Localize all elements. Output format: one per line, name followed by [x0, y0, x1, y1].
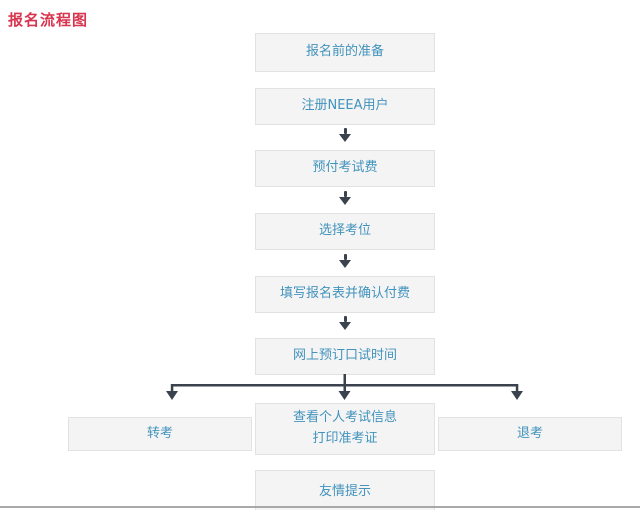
flow-step-label: 填写报名表并确认付费 — [279, 286, 410, 302]
branch-box-withdraw-exam: 退考 — [438, 417, 622, 451]
branch-connector-lines — [166, 374, 523, 400]
page-bottom-divider — [0, 506, 640, 508]
arrow-down-icon — [338, 254, 352, 268]
flow-step-label: 网上预订口试时间 — [292, 348, 397, 364]
flow-step-label: 注册NEEA用户 — [301, 98, 389, 114]
arrow-down-icon — [338, 316, 352, 330]
flow-step-label: 预付考试费 — [312, 160, 378, 176]
flow-box-friendly-tip: 友情提示 — [255, 470, 435, 510]
branch-box-label: 退考 — [516, 425, 543, 441]
branch-box-view-info-print-ticket: 查看个人考试信息 打印准考证 — [255, 403, 435, 455]
branch-box-label-line1: 查看个人考试信息 — [292, 410, 397, 426]
flow-step-label: 选择考位 — [318, 223, 371, 239]
flow-step-prepay-fee: 预付考试费 — [255, 150, 435, 187]
flow-step-preparation: 报名前的准备 — [255, 33, 435, 72]
flow-step-register-neea: 注册NEEA用户 — [255, 88, 435, 125]
flow-step-book-oral-time: 网上预订口试时间 — [255, 338, 435, 375]
branch-box-transfer-exam: 转考 — [68, 417, 252, 451]
branch-box-label: 转考 — [146, 425, 173, 441]
arrow-down-icon — [338, 128, 352, 142]
arrow-down-icon — [338, 191, 352, 205]
branch-box-label-line2: 打印准考证 — [312, 431, 378, 446]
flow-step-choose-seat: 选择考位 — [255, 213, 435, 250]
page-title: 报名流程图 — [8, 11, 89, 29]
flow-box-label: 友情提示 — [318, 484, 371, 500]
flow-step-label: 报名前的准备 — [305, 44, 384, 60]
flow-step-fill-form-confirm-pay: 填写报名表并确认付费 — [255, 276, 435, 313]
